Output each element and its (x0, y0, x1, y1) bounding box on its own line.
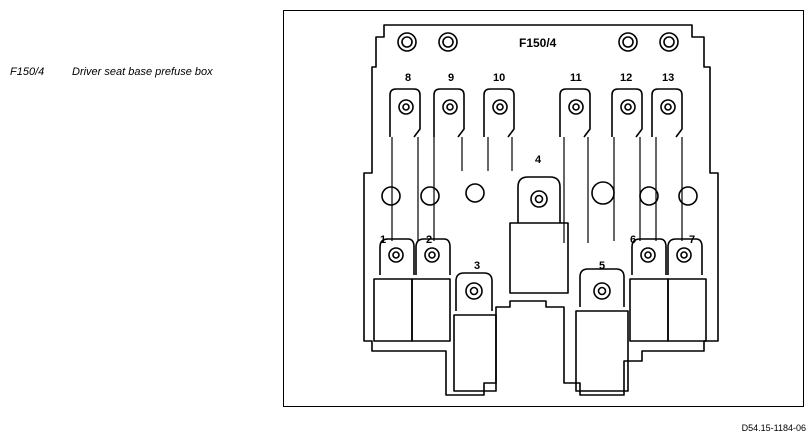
mounting-hole (618, 32, 638, 52)
fuse-number-11: 11 (570, 72, 582, 84)
fuse-number-4: 4 (535, 154, 542, 166)
fuse-number-13: 13 (662, 72, 674, 84)
fuse-terminal-13 (651, 88, 683, 138)
fuse-terminal-8 (389, 88, 421, 138)
fuse-number-10: 10 (493, 72, 505, 84)
fuse-number-5: 5 (599, 260, 605, 272)
fuse-terminal-5 (575, 268, 629, 392)
fuse-terminal-9 (433, 88, 465, 138)
fuse-number-7: 7 (689, 234, 695, 246)
fuse-terminal-3 (453, 272, 497, 392)
opening (381, 186, 401, 206)
diagram-frame: F150/4 1 2 3 4 5 6 7 8 9 10 11 12 13 (283, 10, 804, 407)
fuse-terminal-12 (611, 88, 643, 138)
housing-outline (363, 24, 719, 396)
opening (639, 186, 659, 206)
legend-description: Driver seat base prefuse box (72, 66, 213, 78)
fuse-number-9: 9 (448, 72, 454, 84)
mounting-hole (438, 32, 458, 52)
fuse-number-2: 2 (426, 234, 432, 246)
fuse-terminal-1 (373, 238, 415, 342)
channel-lines (391, 137, 683, 243)
fuse-number-6: 6 (630, 234, 636, 246)
prefuse-box-drawing: F150/4 1 2 3 4 5 6 7 8 9 10 11 12 13 (363, 24, 719, 396)
fuse-number-12: 12 (620, 72, 632, 84)
mounting-hole (659, 32, 679, 52)
fuse-terminal-11 (559, 88, 591, 138)
figure-id: D54.15-1184-06 (741, 423, 806, 433)
fuse-number-1: 1 (380, 234, 386, 246)
opening (591, 181, 615, 205)
fuse-terminal-10 (483, 88, 515, 138)
fuse-terminal-7 (667, 238, 707, 342)
fuse-number-3: 3 (474, 260, 480, 272)
fuse-terminal-6 (629, 238, 669, 342)
opening (465, 183, 485, 203)
mounting-hole (397, 32, 417, 52)
box-label: F150/4 (519, 36, 557, 50)
fuse-terminal-2 (411, 238, 451, 342)
fuse-number-8: 8 (405, 72, 411, 84)
legend-code: F150/4 (10, 66, 45, 78)
fuse-terminal-4 (509, 176, 569, 294)
legend-row: F150/4 Driver seat base prefuse box (10, 66, 213, 78)
opening (678, 186, 698, 206)
opening (420, 186, 440, 206)
